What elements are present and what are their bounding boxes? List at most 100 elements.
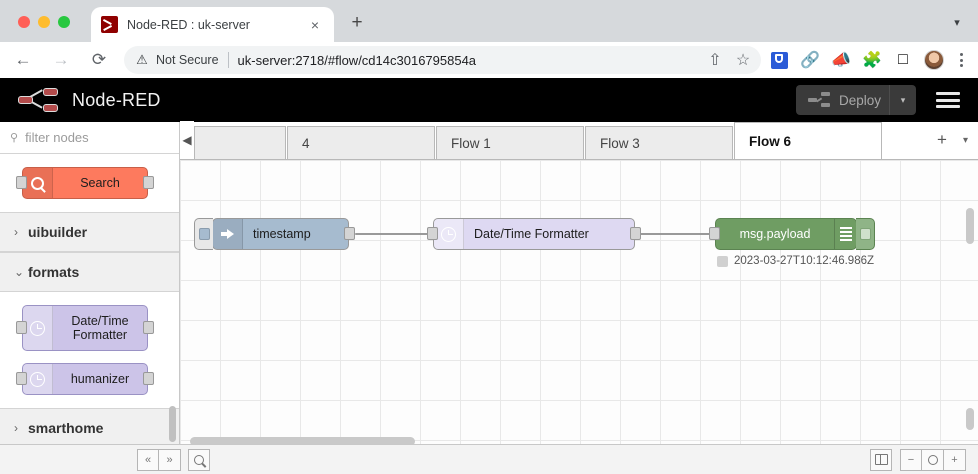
browser-chrome: Node-RED : uk-server × + ▾ ← → ⟳ ⚠ Not S… (0, 0, 978, 78)
flow-node-label: Date/Time Formatter (474, 227, 589, 241)
flow-node-label: msg.payload (739, 227, 811, 241)
address-bar[interactable]: ⚠ Not Secure uk-server:2718/#flow/cd14c3… (124, 46, 761, 74)
flow-canvas[interactable]: timestamp Date/Time Formatter msg.payloa… (180, 160, 978, 452)
inject-arrow-icon (213, 219, 243, 249)
add-flow-button[interactable]: + (937, 130, 947, 149)
flow-tab-partial[interactable] (194, 126, 286, 159)
avatar[interactable] (924, 50, 944, 70)
port-input[interactable] (16, 372, 27, 385)
new-tab-button[interactable]: + (351, 12, 363, 33)
main-menu-button[interactable] (936, 90, 960, 110)
clock-icon (23, 364, 53, 394)
collapse-all-button[interactable]: « (137, 448, 159, 471)
close-window-button[interactable] (18, 16, 30, 28)
forward-button[interactable]: → (52, 50, 70, 69)
browser-tab[interactable]: Node-RED : uk-server × (91, 7, 334, 42)
palette-category-formats[interactable]: ⌄ formats (0, 252, 179, 292)
canvas-search-button[interactable] (188, 448, 210, 471)
expand-all-button[interactable]: » (159, 448, 181, 471)
wire-formatter-to-debug (640, 233, 721, 235)
port-output[interactable] (143, 176, 154, 189)
flow-node-label: timestamp (253, 227, 311, 241)
deploy-chevron-down-icon[interactable]: ▾ (900, 94, 906, 105)
palette-category-label: formats (28, 264, 80, 280)
filter-nodes-placeholder: filter nodes (25, 130, 89, 145)
palette-scrollbar[interactable] (169, 406, 176, 442)
zoom-out-button[interactable]: − (900, 448, 922, 471)
canvas-vertical-scrollbar-lower[interactable] (966, 408, 974, 430)
close-tab-icon[interactable]: × (310, 16, 320, 33)
flow-tab-4[interactable]: 4 (287, 126, 435, 159)
link-extension-icon[interactable]: 🔗 (800, 52, 820, 69)
editor-main: ⚲ filter nodes Search › uibuilder ⌄ form… (0, 121, 978, 474)
flow-tabs: ◀ 4 Flow 1 Flow 3 Flow 6 + ▾ (180, 121, 978, 160)
palette-node-search[interactable]: Search (16, 167, 154, 199)
flow-list-chevron-icon[interactable]: ▾ (962, 134, 968, 146)
square-extension-icon[interactable]: □ (898, 51, 908, 68)
canvas-horizontal-scrollbar[interactable] (190, 437, 415, 446)
nodered-favicon-icon (101, 16, 118, 33)
omnibox-divider (227, 52, 229, 68)
zoom-reset-button[interactable] (922, 448, 944, 471)
palette-node-humanizer[interactable]: humanizer (16, 363, 154, 395)
browser-tabstrip: Node-RED : uk-server × + ▾ (0, 0, 978, 42)
palette-group-common: Search (0, 154, 179, 212)
flow-tab-flow-6[interactable]: Flow 6 (734, 122, 882, 159)
debug-enable-toggle[interactable] (856, 218, 875, 250)
window-traffic-lights[interactable] (18, 16, 70, 28)
node-palette: ⚲ filter nodes Search › uibuilder ⌄ form… (0, 122, 180, 452)
port-output[interactable] (630, 227, 641, 240)
filter-nodes-input[interactable]: ⚲ filter nodes (0, 122, 179, 154)
flow-node-datetime-formatter[interactable]: Date/Time Formatter (427, 218, 641, 250)
nodered-header: Node-RED Deploy ▾ (0, 78, 978, 122)
port-input[interactable] (709, 227, 720, 240)
shield-extension-icon[interactable] (769, 50, 789, 70)
palette-node-label: Search (80, 175, 120, 190)
palette-node-datetime-formatter[interactable]: Date/Time Formatter (16, 305, 154, 351)
port-input[interactable] (16, 176, 27, 189)
status-bar: « » − + (0, 444, 978, 474)
debug-node-status: 2023-03-27T10:12:46.986Z (717, 255, 874, 267)
palette-category-smarthome[interactable]: › smarthome (0, 408, 179, 448)
browser-tab-title: Node-RED : uk-server (127, 17, 250, 32)
tabs-scroll-left-icon[interactable]: ◀ (180, 121, 194, 159)
palette-category-uibuilder[interactable]: › uibuilder (0, 212, 179, 252)
port-output[interactable] (344, 227, 355, 240)
wire-inject-to-formatter (355, 233, 439, 235)
palette-node-label: humanizer (70, 371, 130, 386)
inject-trigger-button[interactable] (194, 218, 213, 250)
deploy-button[interactable]: Deploy ▾ (795, 85, 916, 115)
deploy-divider (889, 85, 890, 115)
reload-button[interactable]: ⟳ (91, 50, 107, 69)
clock-icon (23, 306, 53, 350)
flow-node-inject[interactable]: timestamp (194, 218, 355, 250)
share-icon[interactable]: ⇧ (708, 52, 722, 69)
maximize-window-button[interactable] (58, 16, 70, 28)
canvas-vertical-scrollbar[interactable] (966, 208, 974, 244)
port-input[interactable] (427, 227, 438, 240)
port-output[interactable] (143, 372, 154, 385)
port-output[interactable] (143, 321, 154, 334)
browser-toolbar: ← → ⟳ ⚠ Not Secure uk-server:2718/#flow/… (0, 42, 978, 78)
search-node-icon (23, 168, 53, 198)
deploy-label: Deploy (838, 92, 881, 108)
security-status-label: Not Secure (156, 53, 219, 67)
tab-list-chevron-icon[interactable]: ▾ (954, 16, 960, 29)
nodered-logo-icon (18, 87, 62, 113)
puzzle-extensions-icon[interactable]: 🧩 (862, 52, 882, 69)
zoom-in-button[interactable]: + (944, 448, 966, 471)
chevron-right-icon: › (14, 421, 18, 435)
navigator-map-button[interactable] (870, 448, 892, 471)
extensions-row: 🔗 📣 🧩 □ (769, 50, 952, 70)
not-secure-warning-icon: ⚠ (136, 52, 148, 67)
minimize-window-button[interactable] (38, 16, 50, 28)
bookmark-star-icon[interactable]: ☆ (735, 52, 751, 69)
port-input[interactable] (16, 321, 27, 334)
flow-node-debug[interactable]: msg.payload (709, 218, 875, 250)
flow-tab-flow-1[interactable]: Flow 1 (436, 126, 584, 159)
flow-tab-flow-3[interactable]: Flow 3 (585, 126, 733, 159)
back-button[interactable]: ← (14, 50, 32, 69)
browser-menu-button[interactable] (952, 51, 970, 69)
megaphone-extension-icon[interactable]: 📣 (831, 52, 851, 69)
